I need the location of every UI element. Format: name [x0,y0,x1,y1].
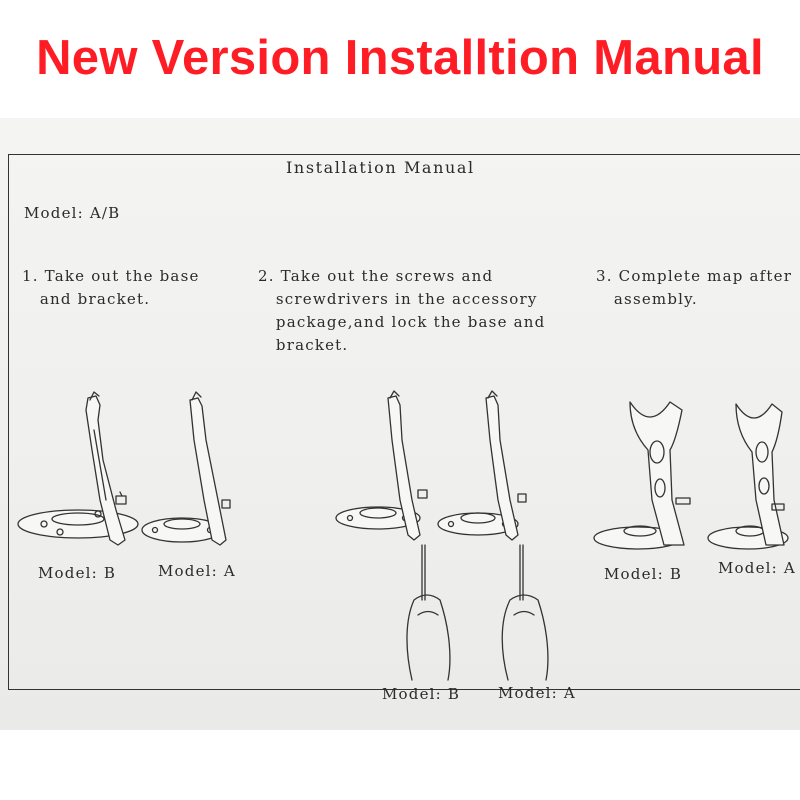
manual-frame [8,154,800,690]
step3-model-a-drawing [707,403,789,550]
step-1-line-1: 1. Take out the base [22,267,200,285]
step-2-line-2: screwdrivers in the accessory [258,290,538,308]
step-2-line-4: bracket. [258,336,349,354]
step1-model-a-drawing [141,391,231,546]
step-1-line-2: and bracket. [22,290,151,308]
title-banner: New Version Installtion Manual [0,0,800,115]
banner-title: New Version Installtion Manual [36,30,764,85]
step2-model-a-label: Model: A [498,684,576,702]
step3-model-b-drawing [593,401,691,550]
step1-model-b-drawing [17,391,139,546]
bottom-margin [0,730,800,800]
step-3-line-2: assembly. [596,290,698,308]
step1-model-a-label: Model: A [158,562,236,580]
step3-model-b-label: Model: B [604,565,683,583]
step-2-line-3: package,and lock the base and [258,313,546,331]
step2-model-a-drawing [437,390,549,681]
manual-heading: Installation Manual [286,158,475,177]
step2-model-b-drawing [335,390,451,681]
step3-model-a-label: Model: A [718,559,796,577]
step-3-line-1: 3. Complete map after [596,267,793,285]
step2-model-b-label: Model: B [382,685,461,703]
model-line: Model: A/B [24,204,121,222]
step-2-line-1: 2. Take out the screws and [258,267,494,285]
step1-model-b-label: Model: B [38,564,117,582]
